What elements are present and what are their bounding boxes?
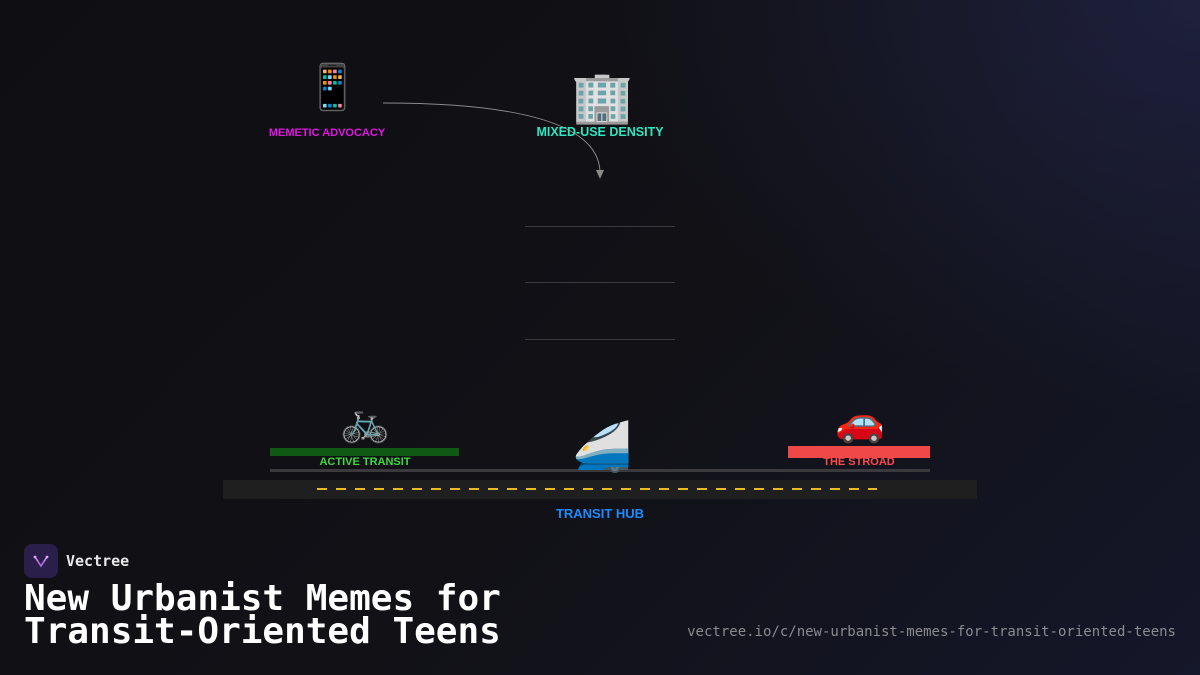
the-stroad-bar [788,446,930,458]
density-floor-line [525,226,675,227]
memetic-advocacy-label: MEMETIC ADVOCACY [268,127,386,139]
diagram-scene: 📱 MEMETIC ADVOCACY 🏢 MIXED-USE DENSITY 🚲… [223,63,977,521]
connector-arrow [382,102,604,179]
the-stroad-label: THE STROAD [823,456,895,468]
background-glow [600,0,1200,420]
title-line-2: Transit-Oriented Teens [24,611,501,652]
high-speed-train-icon: 🚄 [572,421,632,474]
car-icon: 🚗 [835,400,885,444]
mixed-use-density-label: MIXED-USE DENSITY [536,125,664,139]
transit-hub-label: TRANSIT HUB [555,506,645,521]
mobile-phone-icon: 📱 [305,63,360,112]
active-transit-label: ACTIVE TRANSIT [319,456,411,468]
road-curb-line [270,469,930,472]
bicycle-icon: 🚲 [340,400,390,444]
density-floor-line [525,282,675,283]
density-floor-line [525,339,675,340]
brand-name: Vectree [66,552,130,570]
page-url[interactable]: vectree.io/c/new-urbanist-memes-for-tran… [687,624,1176,640]
page-title: New Urbanist Memes for Transit-Oriented … [24,581,501,650]
office-building-icon: 🏢 [571,69,634,125]
road-center-dashes [317,488,877,490]
vectree-logo-icon [33,555,49,568]
active-transit-bar [270,448,459,456]
vectree-logo [24,544,58,578]
title-line-1: New Urbanist Memes for [24,578,501,619]
